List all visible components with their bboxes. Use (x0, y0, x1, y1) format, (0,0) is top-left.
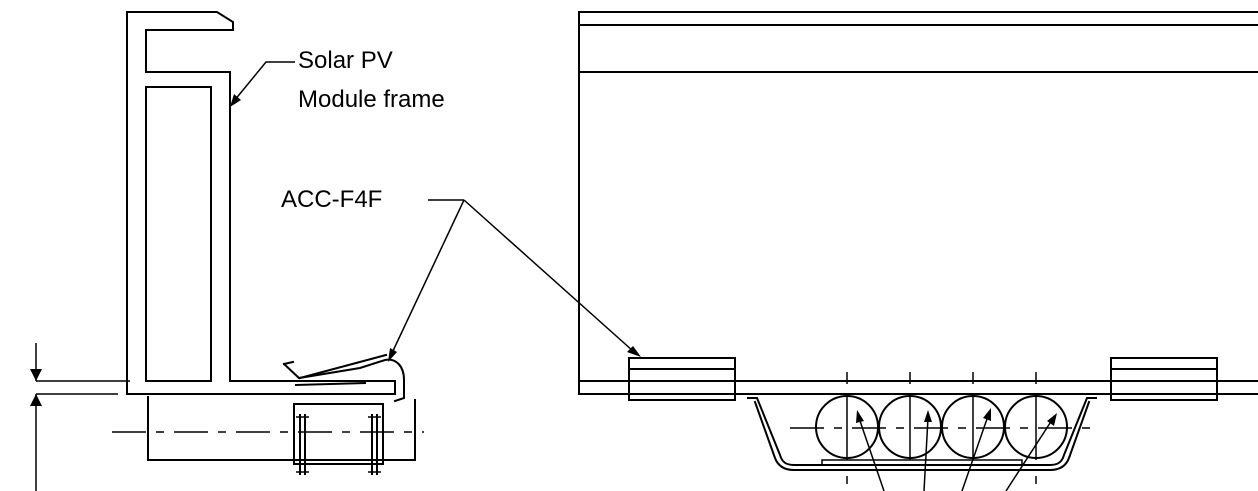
module-frame-label-line2: Module frame (298, 86, 445, 113)
acc-f4f-clip-front-right (1110, 357, 1218, 401)
module-frame-label-line1: Solar PV (298, 47, 393, 74)
frame-leader (230, 61, 295, 107)
thickness-dimension (30, 343, 130, 491)
clip-part-label: ACC-F4F (281, 186, 383, 213)
cables (815, 372, 1068, 484)
clip-leaders (388, 199, 641, 362)
cable-tray (747, 397, 1097, 471)
cable-leaders (856, 408, 1057, 491)
cable-holder (293, 403, 384, 475)
module-front-view (578, 11, 1258, 395)
module-frame-profile (126, 11, 396, 395)
rail-section (147, 396, 416, 461)
acc-f4f-clip-front-left (628, 357, 736, 401)
acc-f4f-clip-side (282, 353, 405, 403)
